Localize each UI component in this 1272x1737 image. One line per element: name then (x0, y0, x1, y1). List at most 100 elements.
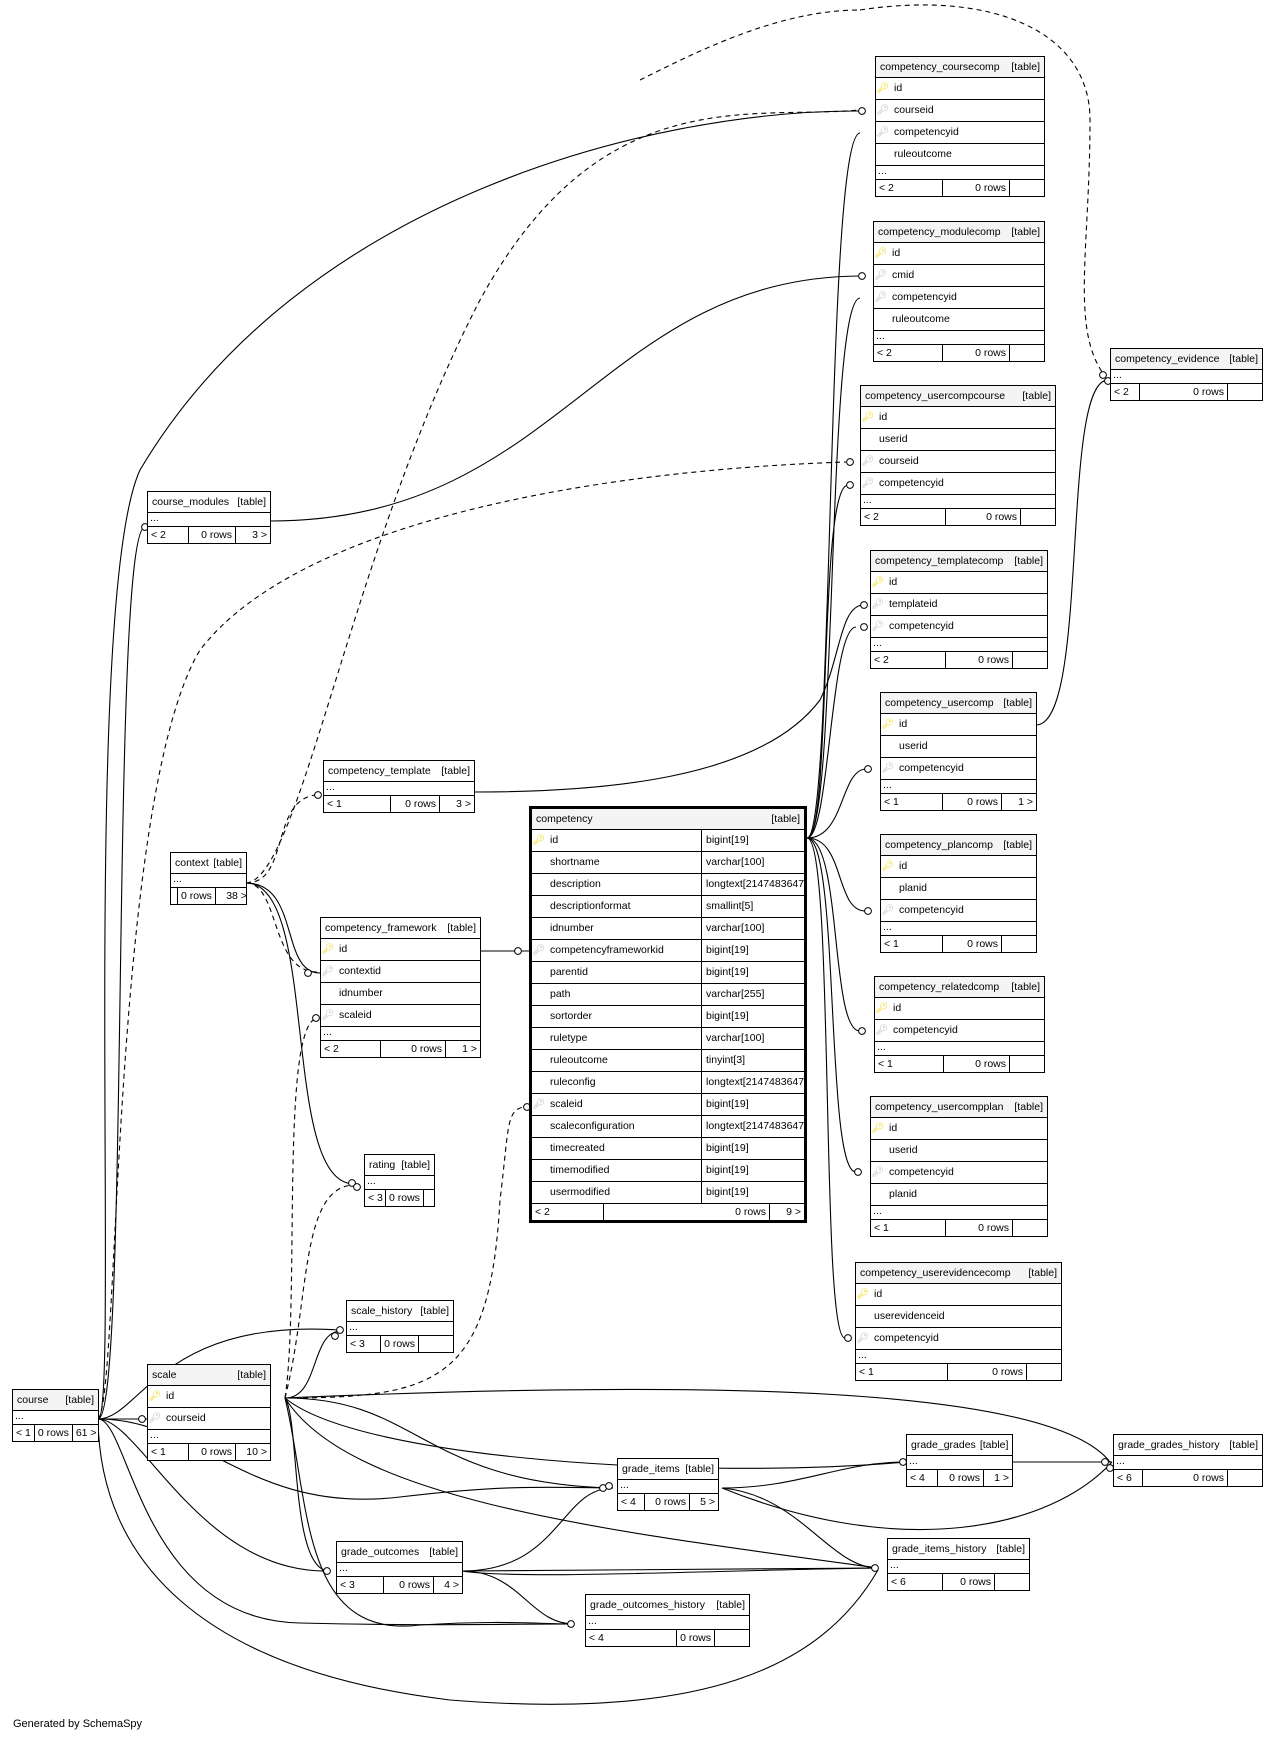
table-competency-framework[interactable]: competency_framework[table] 🔑︎id 🔑︎conte… (320, 917, 481, 1058)
table-header: competency_plancomp[table] (881, 835, 1036, 856)
column-row[interactable]: 🔑︎competencyid (881, 900, 1036, 922)
column-row[interactable]: 🔑︎id (881, 714, 1036, 736)
column-row[interactable]: 🔑︎courseid (148, 1408, 270, 1430)
more-columns: ... (365, 1176, 434, 1190)
column-row[interactable]: planid (871, 1184, 1047, 1206)
column-name: ruleconfig (550, 1076, 596, 1088)
table-competency-relatedcomp[interactable]: competency_relatedcomp[table] 🔑︎id 🔑︎com… (874, 976, 1045, 1073)
key-icon-gray: 🔑︎ (532, 1099, 546, 1110)
column-row[interactable]: 🔑︎competencyid (871, 616, 1047, 638)
more-columns: ... (337, 1563, 462, 1577)
column-row[interactable]: userid (881, 736, 1036, 758)
edge-context-framework-dashed (245, 882, 319, 973)
table-competency-usercompplan[interactable]: competency_usercompplan[table] 🔑︎id user… (870, 1096, 1048, 1237)
column-row[interactable]: ruleoutcome (876, 144, 1044, 166)
column-row[interactable]: 🔑︎id (148, 1386, 270, 1408)
table-competency-templatecomp[interactable]: competency_templatecomp[table] 🔑︎id 🔑︎te… (870, 550, 1048, 669)
key-icon-yellow: 🔑︎ (881, 719, 895, 730)
column-row[interactable]: 🔑︎id (881, 856, 1036, 878)
generated-by-footer: Generated by SchemaSpy (13, 1718, 143, 1730)
column-row[interactable]: 🔑︎competencyid (876, 122, 1044, 144)
column-row[interactable]: 🔑︎competencyid (871, 1162, 1047, 1184)
table-competency-plancomp[interactable]: competency_plancomp[table] 🔑︎id planid 🔑… (880, 834, 1037, 953)
table-competency-usercompcourse[interactable]: competency_usercompcourse[table] 🔑︎id us… (860, 385, 1056, 526)
edge-gradeoutcomes-gradeitems (461, 1487, 614, 1572)
more-columns: ... (861, 495, 1055, 509)
column-row[interactable]: 🔑︎id (856, 1284, 1061, 1306)
table-competency-modulecomp[interactable]: competency_modulecomp[table] 🔑︎id 🔑︎cmid… (873, 221, 1045, 362)
column-row[interactable]: 🔑︎contextid (321, 961, 480, 983)
column-row[interactable]: 🔑︎templateid (871, 594, 1047, 616)
column-row[interactable]: 🔑︎id (876, 78, 1044, 100)
column-row[interactable]: 🔑︎id (861, 407, 1055, 429)
more-columns: ... (856, 1350, 1061, 1364)
column-row[interactable]: planid (881, 878, 1036, 900)
column-row[interactable]: 🔑︎courseid (861, 451, 1055, 473)
table-header: competency_coursecomp[table] (876, 57, 1044, 78)
more-columns: ... (875, 1042, 1044, 1056)
column-row[interactable]: ruleoutcome (874, 309, 1044, 331)
table-header: scale_history[table] (347, 1301, 453, 1322)
table-competency-usercomp[interactable]: competency_usercomp[table] 🔑︎id userid 🔑… (880, 692, 1037, 811)
column-row[interactable]: 🔑︎id (871, 1118, 1047, 1140)
column-row[interactable]: 🔑︎id (871, 572, 1047, 594)
column-row[interactable]: 🔑︎competencyid (861, 473, 1055, 495)
column-row[interactable]: userid (861, 429, 1055, 451)
column-name: descriptionformat (550, 900, 631, 912)
column-row[interactable]: 🔑︎competencyid (874, 287, 1044, 309)
column-row[interactable]: 🔑︎competencyid (875, 1020, 1044, 1042)
column-row[interactable]: userevidenceid (856, 1306, 1061, 1328)
column-row[interactable]: idnumber (321, 983, 480, 1005)
column-row[interactable]: 🔑︎competencyid (856, 1328, 1061, 1350)
column-row[interactable]: userid (871, 1140, 1047, 1162)
column-row[interactable]: 🔑︎id (874, 243, 1044, 265)
column-row[interactable]: 🔑︎cmid (874, 265, 1044, 287)
table-competency-coursecomp[interactable]: competency_coursecomp[table] 🔑︎id 🔑︎cour… (875, 56, 1045, 197)
column-row[interactable]: 🔑︎courseid (876, 100, 1044, 122)
column-row[interactable]: 🔑︎id (875, 998, 1044, 1020)
table-header: competency_modulecomp[table] (874, 222, 1044, 243)
key-icon-gray: 🔑︎ (881, 763, 895, 774)
column-row[interactable]: 🔑︎id (321, 939, 480, 961)
column-row[interactable]: 🔑︎scaleid (321, 1005, 480, 1027)
column-row[interactable]: 🔑︎competencyid (881, 758, 1036, 780)
table-competency-userevidencecomp[interactable]: competency_userevidencecomp[table] 🔑︎id … (855, 1262, 1062, 1381)
